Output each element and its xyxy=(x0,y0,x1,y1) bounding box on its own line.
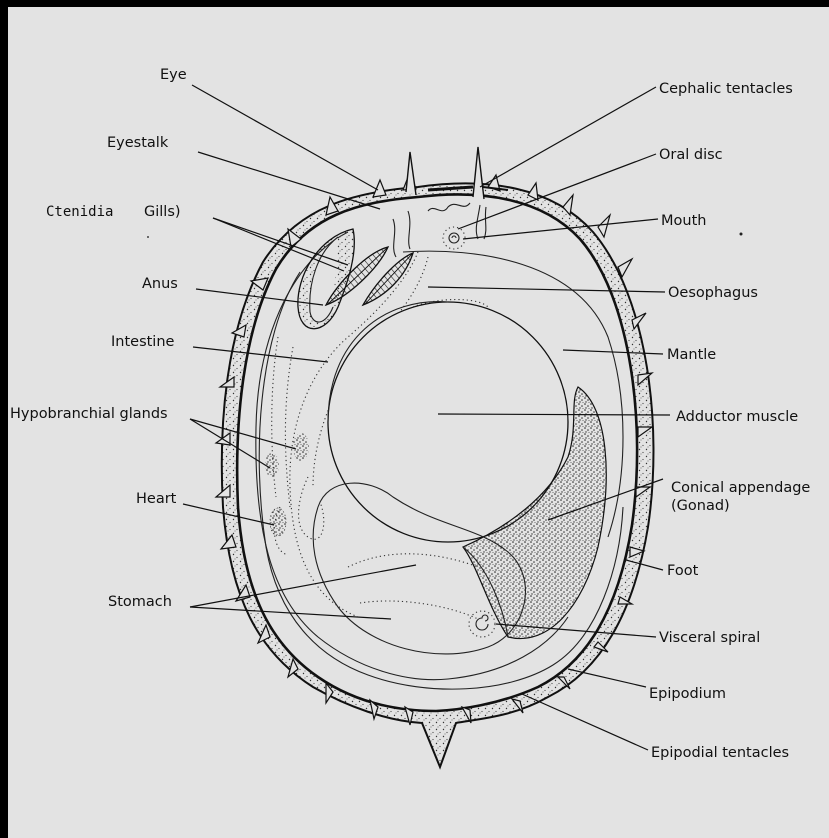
label-gonad: (Gonad) xyxy=(671,498,730,514)
label-oesophagus: Oesophagus xyxy=(668,285,758,301)
stray-mark xyxy=(740,233,743,236)
label-hypobranchial-glands: Hypobranchial glands xyxy=(10,406,168,422)
abalone-anatomy-diagram: Eye Eyestalk Ctenidia Gills) Anus Intest… xyxy=(8,7,829,838)
label-adductor-muscle: Adductor muscle xyxy=(676,409,798,425)
label-foot: Foot xyxy=(667,563,699,579)
label-epipodial-tentacles: Epipodial tentacles xyxy=(651,745,789,761)
label-visceral-spiral: Visceral spiral xyxy=(659,630,760,646)
label-mouth: Mouth xyxy=(661,213,706,229)
label-ctenidia: Ctenidia xyxy=(46,204,113,220)
label-oral-disc: Oral disc xyxy=(659,147,723,163)
label-gills: Gills) xyxy=(144,204,181,220)
label-heart: Heart xyxy=(136,491,177,507)
stray-mark xyxy=(147,236,149,238)
label-cephalic-tentacles: Cephalic tentacles xyxy=(659,81,793,97)
label-intestine: Intestine xyxy=(111,334,175,350)
diagram-sheet: Eye Eyestalk Ctenidia Gills) Anus Intest… xyxy=(8,7,829,838)
label-eyestalk: Eyestalk xyxy=(107,135,169,151)
label-stomach: Stomach xyxy=(108,594,172,610)
label-epipodium: Epipodium xyxy=(649,686,726,702)
label-eye: Eye xyxy=(160,67,187,83)
label-anus: Anus xyxy=(142,276,178,292)
label-conical-appendage: Conical appendage xyxy=(671,480,810,496)
label-mantle: Mantle xyxy=(667,347,716,363)
